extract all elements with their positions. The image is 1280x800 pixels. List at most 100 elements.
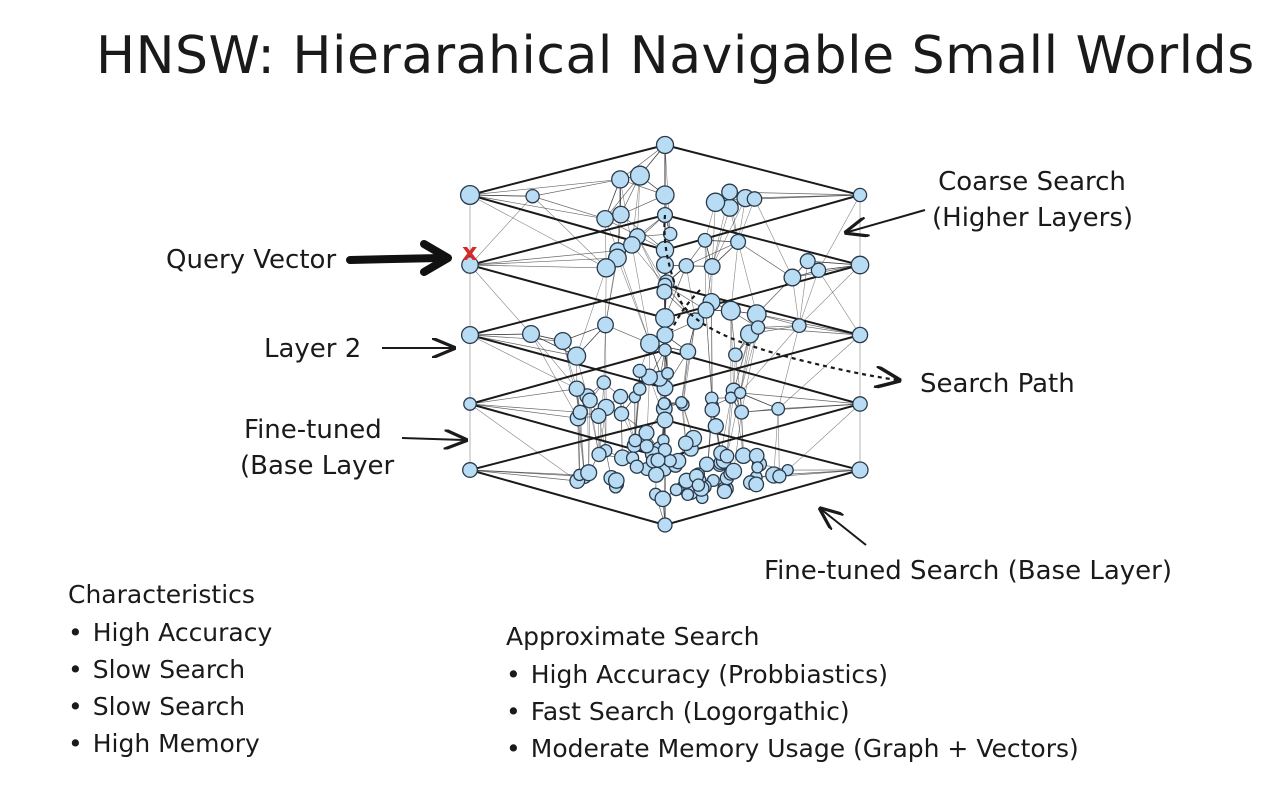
graph-node xyxy=(681,488,695,502)
graph-edge xyxy=(577,418,580,475)
graph-node xyxy=(746,191,763,207)
graph-node xyxy=(697,301,715,319)
characteristics-item: High Memory xyxy=(68,725,272,762)
graph-node xyxy=(678,257,695,274)
graph-node xyxy=(639,439,654,454)
graph-edge xyxy=(532,179,621,197)
graph-node xyxy=(703,258,721,275)
graph-node xyxy=(728,347,743,363)
graph-edge xyxy=(707,409,713,465)
graph-edge xyxy=(818,270,861,336)
graph-node xyxy=(553,331,572,351)
graph-node xyxy=(733,386,747,400)
graph-edge xyxy=(469,179,621,196)
graph-node xyxy=(810,262,827,279)
graph-edge xyxy=(681,321,696,403)
graph-edge xyxy=(682,351,689,405)
graph-edge xyxy=(576,267,607,357)
graph-node xyxy=(748,476,765,493)
graph-node xyxy=(698,456,715,473)
graph-node xyxy=(612,388,629,405)
graph-edge xyxy=(686,241,739,267)
characteristics-item: High Accuracy xyxy=(68,614,273,651)
graph-edge xyxy=(532,196,607,269)
graph-node xyxy=(851,461,869,479)
graph-node xyxy=(623,236,641,254)
graph-node xyxy=(716,483,733,500)
characteristics-list: Characteristics High Accuracy Slow Searc… xyxy=(68,576,272,762)
graph-node xyxy=(648,466,665,483)
graph-node xyxy=(596,209,614,228)
graph-edge xyxy=(733,412,742,472)
graph-edge xyxy=(757,327,861,336)
graph-edge xyxy=(798,261,808,326)
characteristics-item: Slow Search xyxy=(68,688,272,725)
graph-node xyxy=(462,462,478,478)
graph-edge xyxy=(685,265,696,322)
graph-node xyxy=(650,452,666,468)
graph-edge xyxy=(740,392,861,405)
graph-node xyxy=(679,343,697,360)
graph-node xyxy=(783,268,802,287)
characteristics-heading: Characteristics xyxy=(68,580,255,609)
graph-edge xyxy=(469,469,585,477)
graph-node xyxy=(772,469,787,484)
label-fine-tuned-line1: Fine-tuned xyxy=(244,415,382,445)
graph-node xyxy=(461,256,479,274)
graph-edge xyxy=(617,250,651,344)
graph-edge xyxy=(682,321,696,405)
label-fine-tuned: Fine-tuned (Base Layer xyxy=(240,412,394,484)
graph-node xyxy=(568,380,586,397)
graph-node xyxy=(566,346,587,366)
label-query-vector: Query Vector xyxy=(166,245,337,275)
graph-edge xyxy=(737,241,793,278)
graph-node xyxy=(596,375,612,390)
graph-edge xyxy=(737,241,757,315)
graph-node xyxy=(697,232,713,248)
graph-node xyxy=(629,459,644,474)
graph-node xyxy=(612,205,630,224)
graph-edge xyxy=(469,334,577,357)
graph-edge xyxy=(773,408,779,476)
graph-node xyxy=(707,418,724,435)
graph-node xyxy=(597,316,614,334)
graph-edge xyxy=(745,194,861,199)
approximate-search-item: High Accuracy (Probbiastics) xyxy=(506,656,1079,693)
graph-edge xyxy=(705,310,713,406)
graph-node xyxy=(719,448,735,464)
coarse-search-arrow xyxy=(848,209,926,232)
graph-node xyxy=(686,312,705,330)
label-search-path: Search Path xyxy=(920,369,1075,399)
graph-edge xyxy=(469,388,577,405)
graph-edge xyxy=(469,469,578,482)
graph-edge xyxy=(469,194,607,269)
graph-node xyxy=(658,343,672,357)
graph-edge xyxy=(798,264,861,326)
graph-node xyxy=(850,255,870,275)
label-fine-tuned-line2: (Base Layer xyxy=(240,451,395,481)
query-vector-arrow xyxy=(346,254,444,264)
approximate-search-item: Fast Search (Logorgathic) xyxy=(506,693,1079,730)
page-title: HNSW: Hierarahical Navigable Small World… xyxy=(96,26,1255,86)
graph-node xyxy=(581,392,598,409)
characteristics-item: Slow Search xyxy=(68,651,272,688)
graph-node xyxy=(628,433,643,448)
graph-edge xyxy=(532,195,606,220)
graph-edge xyxy=(726,392,741,457)
graph-node xyxy=(852,187,868,203)
graph-node xyxy=(655,135,675,155)
graph-node xyxy=(656,411,674,429)
graph-node xyxy=(629,165,650,186)
graph-node xyxy=(852,396,868,412)
graph-edge xyxy=(711,202,716,267)
graph-edge xyxy=(469,264,607,269)
graph-node xyxy=(720,300,741,321)
graph-node xyxy=(591,446,607,463)
graph-node xyxy=(705,192,726,213)
approximate-search-list: Approximate Search High Accuracy (Probbi… xyxy=(506,618,1079,767)
graph-edge xyxy=(726,397,732,457)
graph-edge xyxy=(798,270,819,326)
graph-node xyxy=(657,397,671,411)
graph-node xyxy=(590,407,607,424)
